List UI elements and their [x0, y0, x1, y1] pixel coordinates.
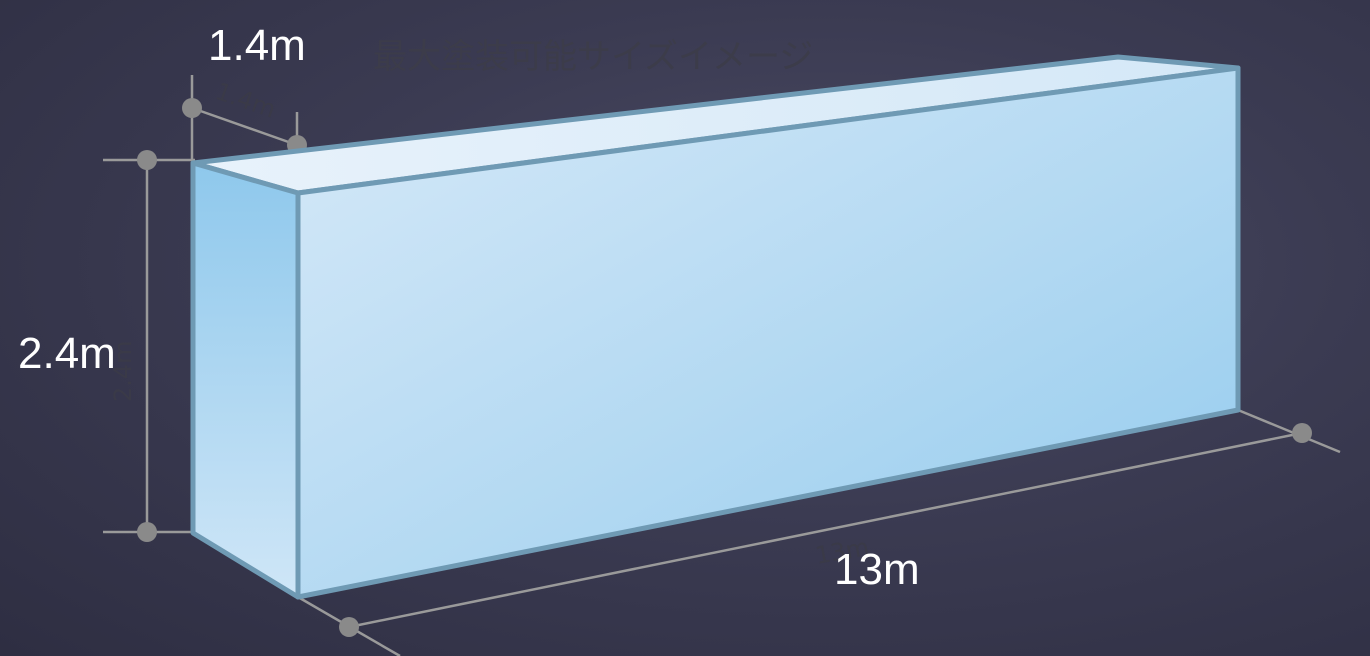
box-side-face — [190, 160, 301, 600]
box — [190, 54, 1241, 600]
length-dimension-line — [348, 431, 1303, 629]
box-front-face — [295, 65, 1241, 600]
depth-large-label: 1.4m — [208, 21, 306, 70]
dimension-dots — [137, 98, 1312, 637]
height-dot-bottom — [137, 522, 157, 542]
height-small-label: 2.4m — [109, 340, 137, 402]
length-large-label: 13m — [834, 545, 920, 594]
depth-dimension-line — [191, 106, 298, 147]
length-extension-right — [1237, 408, 1341, 454]
max-paint-size-caption: 最大塗装可能サイズイメージ — [373, 37, 813, 77]
height-large-label: 2.4m — [18, 329, 116, 378]
depth-dot-left — [182, 98, 202, 118]
depth-small-label: 1.4m — [212, 77, 279, 124]
length-dot-left — [339, 617, 359, 637]
height-dot-top — [137, 150, 157, 170]
length-dot-right — [1292, 423, 1312, 443]
